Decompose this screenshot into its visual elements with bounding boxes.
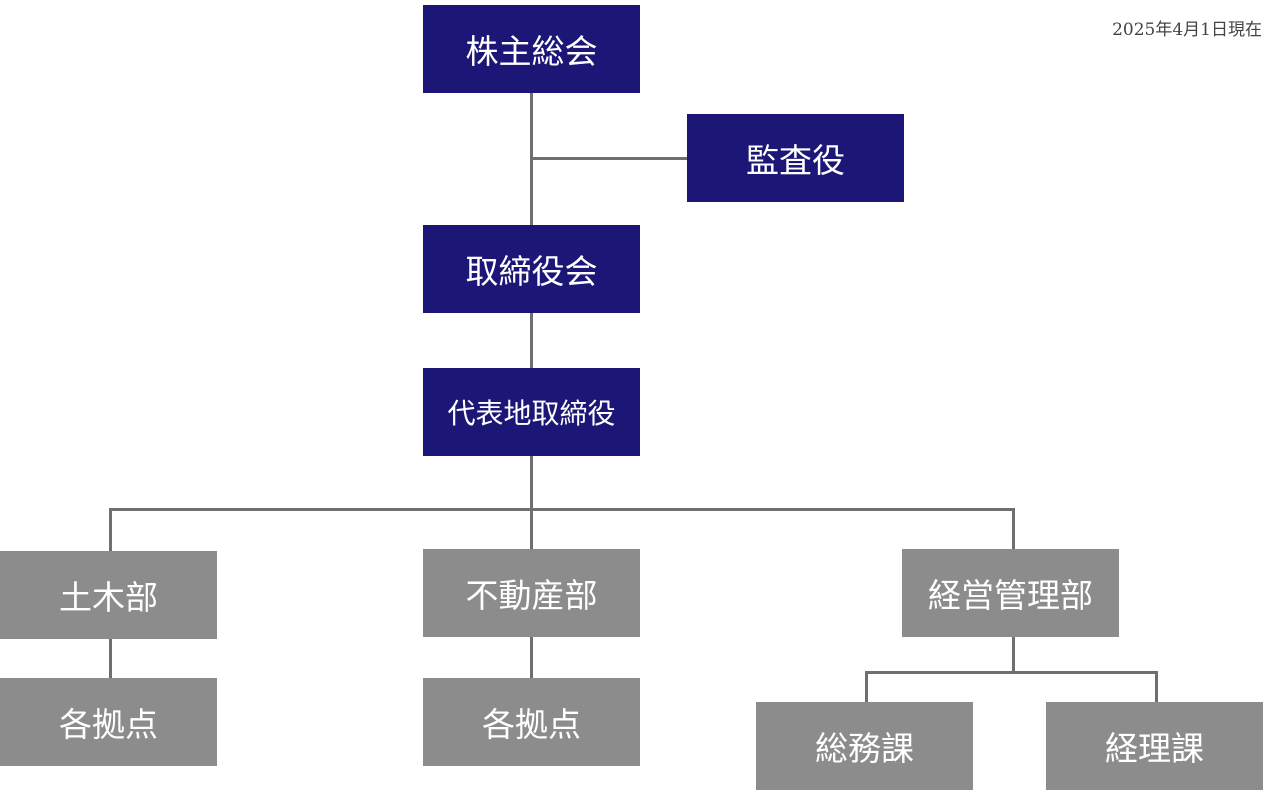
real-estate-dept-box: 不動産部 [423,549,640,637]
connector-re-base [530,637,533,678]
representative-director-box: 代表地取締役 [423,368,640,456]
connector-mgmt-down [1012,637,1015,673]
board-of-directors-box: 取締役会 [423,225,640,313]
connector-departments-bar [109,508,1015,511]
general-affairs-section-box: 総務課 [756,702,973,790]
accounting-section-box: 経理課 [1046,702,1263,790]
shareholders-meeting-box: 株主総会 [423,5,640,93]
connector-rep-branch [530,456,533,549]
as-of-date: 2025年4月1日現在 [1112,20,1262,40]
connector-board-rep [530,313,533,368]
connector-mgmt [1012,508,1015,549]
civil-engineering-branches-box: 各拠点 [0,678,217,766]
connector-civil [109,508,112,551]
auditor-box: 監査役 [687,114,904,202]
connector-accounting [1155,671,1158,702]
civil-engineering-dept-box: 土木部 [0,551,217,639]
connector-sections-bar [865,671,1158,674]
connector-auditor [530,157,687,160]
connector-general [865,671,868,702]
business-management-dept-box: 経営管理部 [902,549,1119,637]
connector-civil-base [109,639,112,678]
real-estate-branches-box: 各拠点 [423,678,640,766]
